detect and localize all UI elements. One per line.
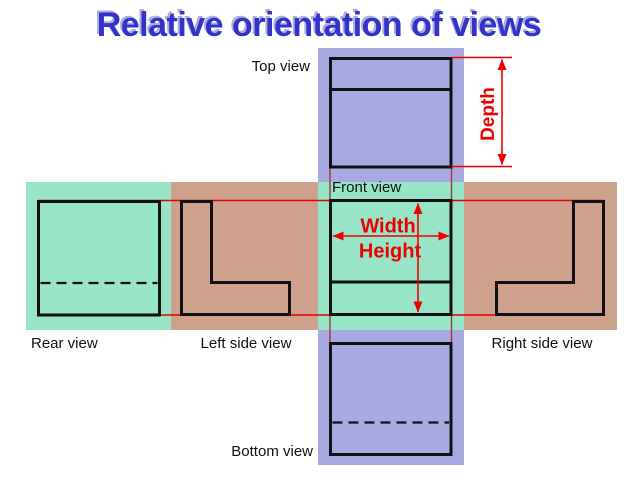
depth-dimension-label: Depth xyxy=(478,87,499,141)
top-view-outline xyxy=(329,57,453,169)
right-side-view-band xyxy=(464,182,617,330)
rear-view-band xyxy=(26,182,171,330)
page-title: Relative orientation of views xyxy=(96,6,542,44)
right-side-view-outline xyxy=(495,200,605,316)
left-side-view-outline xyxy=(180,200,291,316)
height-dimension-label: Height xyxy=(358,240,422,263)
left-side-view-label: Left side view xyxy=(200,335,292,352)
bottom-view-label: Bottom view xyxy=(231,443,313,460)
right-side-view-label: Right side view xyxy=(491,335,593,352)
front-view-label: Front view xyxy=(332,179,402,196)
front-view-outline xyxy=(329,199,453,316)
rear-view-outline xyxy=(37,200,161,317)
front-view-band xyxy=(318,182,464,330)
left-side-view-band xyxy=(171,182,318,330)
top-view-label: Top view xyxy=(251,58,310,75)
bottom-view-outline xyxy=(329,342,453,456)
rear-view-label: Rear view xyxy=(31,335,98,352)
width-dimension-label: Width xyxy=(360,215,416,238)
